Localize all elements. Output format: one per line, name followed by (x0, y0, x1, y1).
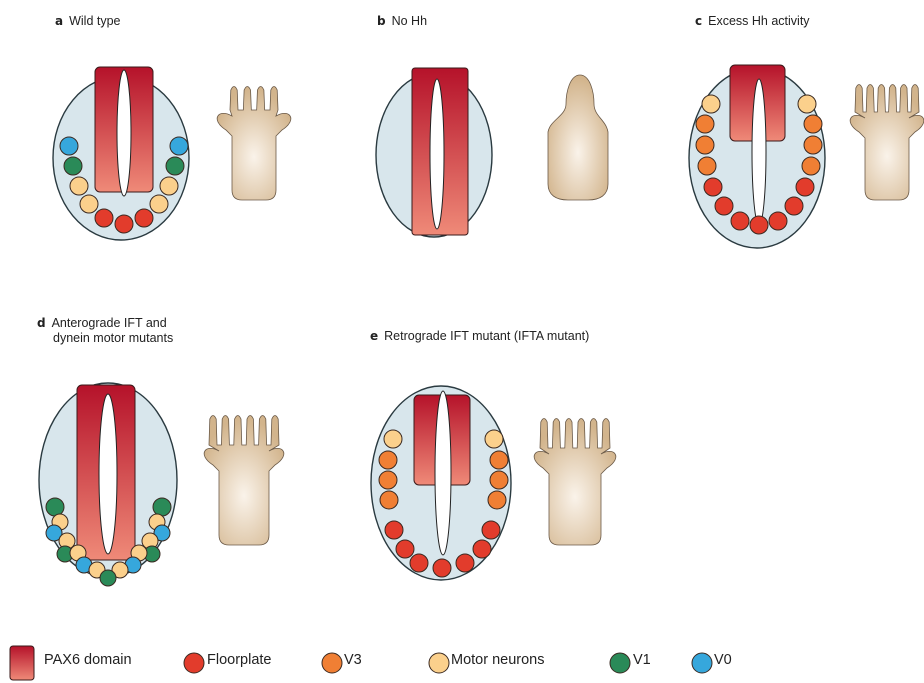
legend-swatch-pax6 (10, 646, 34, 680)
cell-floorplate (715, 197, 733, 215)
cell-floorplate (473, 540, 491, 558)
legend-label-v0: V0 (714, 652, 732, 668)
cell-v3 (804, 136, 822, 154)
legend-label-floorplate: Floorplate (207, 652, 271, 668)
limb-wild-type (217, 87, 291, 201)
panel-d-neural-tube (39, 383, 177, 586)
cell-v0 (60, 137, 78, 155)
legend-label-motor-neurons: Motor neurons (451, 652, 545, 668)
cell-v3 (379, 471, 397, 489)
lumen (752, 79, 766, 225)
limb-no-hh (548, 75, 608, 200)
cell-v3 (696, 136, 714, 154)
cell-v1 (610, 653, 630, 673)
legend-label-v3: V3 (344, 652, 362, 668)
cell-floorplate (433, 559, 451, 577)
cell-v1 (166, 157, 184, 175)
cell-mn (485, 430, 503, 448)
cell-v3 (804, 115, 822, 133)
panel-a-neural-tube (53, 67, 189, 240)
cell-mn (160, 177, 178, 195)
cell-mn (702, 95, 720, 113)
panel-c-neural-tube (689, 65, 825, 248)
cell-mn (798, 95, 816, 113)
legend-label-pax6: PAX6 domain (44, 652, 132, 668)
cell-v3 (696, 115, 714, 133)
cell-floorplate (410, 554, 428, 572)
lumen (99, 394, 117, 554)
cell-v1 (46, 498, 64, 516)
cell-v3 (322, 653, 342, 673)
cell-v3 (490, 471, 508, 489)
cell-v3 (379, 451, 397, 469)
cell-v1 (153, 498, 171, 516)
cell-v3 (488, 491, 506, 509)
cell-mn (150, 195, 168, 213)
cell-v1 (100, 570, 116, 586)
cell-mn (429, 653, 449, 673)
cell-v3 (380, 491, 398, 509)
cell-v3 (698, 157, 716, 175)
lumen (117, 70, 131, 196)
cell-floorplate (385, 521, 403, 539)
limb-retrograde-mutant (534, 419, 616, 546)
cell-floorplate (785, 197, 803, 215)
cell-v3 (802, 157, 820, 175)
limb-anterograde-mutant (204, 416, 284, 546)
legend-label-v1: V1 (633, 652, 651, 668)
cell-v3 (490, 451, 508, 469)
cell-floorplate (95, 209, 113, 227)
panel-e-neural-tube (371, 386, 511, 580)
cell-floorplate (731, 212, 749, 230)
cell-floorplate (704, 178, 722, 196)
cell-floorplate (796, 178, 814, 196)
cell-floorplate (184, 653, 204, 673)
cell-floorplate (396, 540, 414, 558)
cell-mn (80, 195, 98, 213)
cell-floorplate (115, 215, 133, 233)
cell-v0 (170, 137, 188, 155)
panel-b-neural-tube (376, 68, 492, 237)
lumen (430, 79, 444, 229)
limb-excess-hh (850, 85, 924, 201)
cell-floorplate (135, 209, 153, 227)
cell-floorplate (456, 554, 474, 572)
lumen (435, 391, 451, 555)
cell-mn (70, 177, 88, 195)
cell-v0 (692, 653, 712, 673)
cell-mn (384, 430, 402, 448)
cell-floorplate (769, 212, 787, 230)
cell-floorplate (750, 216, 768, 234)
cell-floorplate (482, 521, 500, 539)
cell-v1 (64, 157, 82, 175)
